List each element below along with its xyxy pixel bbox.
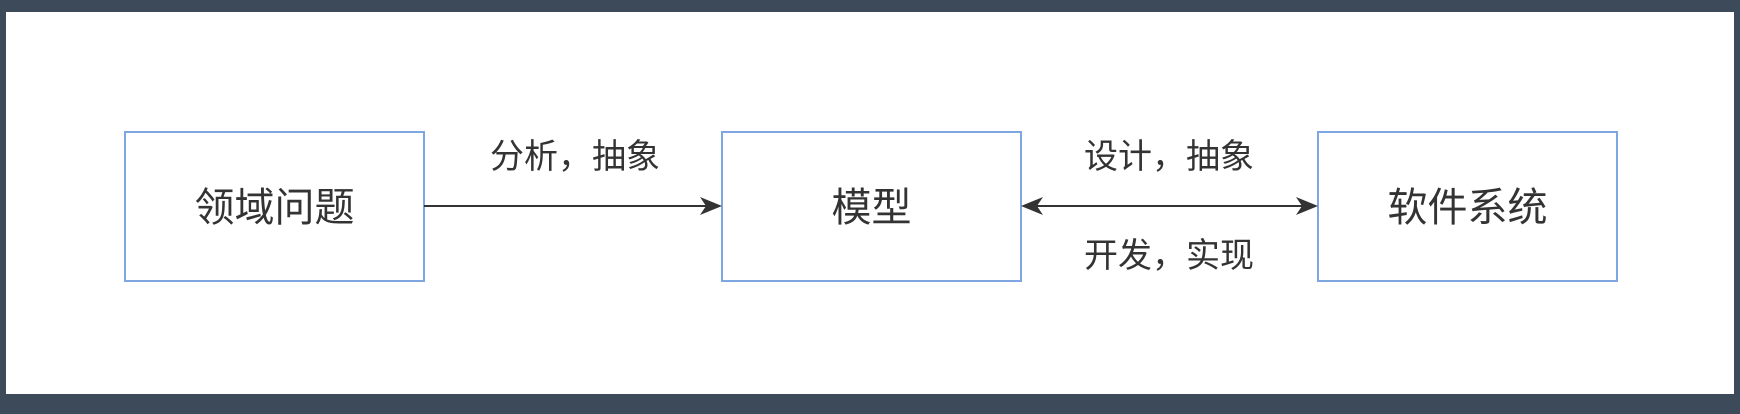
node-domain-problem[interactable]: 领域问题 [124, 131, 425, 282]
arrow-head-left-icon [1021, 197, 1043, 215]
node-domain-problem-box [124, 131, 425, 282]
edge-model-software-label-bottom: 开发，实现 [1084, 236, 1254, 276]
node-model-label: 模型 [832, 185, 912, 231]
edge-model-software-label-top: 设计，抽象 [1084, 137, 1254, 177]
node-domain-problem-label: 领域问题 [195, 185, 355, 231]
arrow-head-icon [700, 197, 722, 215]
node-model[interactable]: 模型 [721, 131, 1022, 282]
arrow-head-right-icon [1296, 197, 1318, 215]
edge-model-software: 设计，抽象 开发，实现 [1021, 137, 1318, 276]
node-software-system-label: 软件系统 [1388, 185, 1548, 231]
edge-domain-to-model: 分析，抽象 [424, 137, 722, 215]
node-software-system-box [1317, 131, 1618, 282]
edge-domain-to-model-label: 分析，抽象 [490, 137, 660, 177]
node-software-system[interactable]: 软件系统 [1317, 131, 1618, 282]
node-model-box [721, 131, 1022, 282]
